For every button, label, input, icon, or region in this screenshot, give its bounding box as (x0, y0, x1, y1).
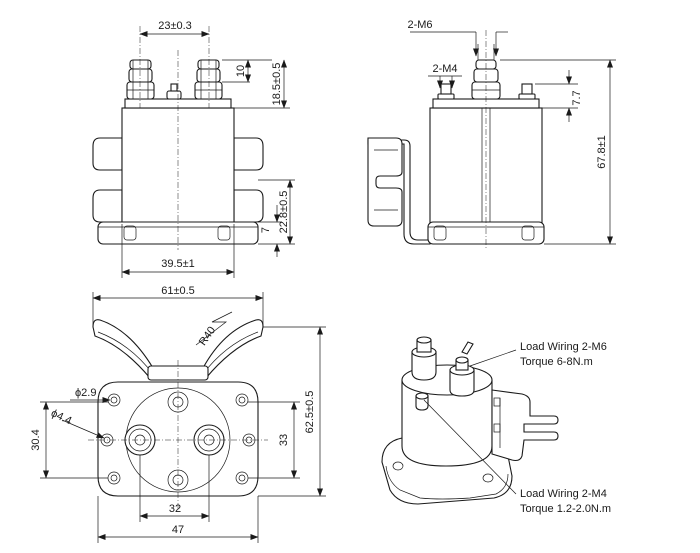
dim-stud-height: 18.5±0.5 (271, 63, 283, 106)
dim-bracket-radius: R40 (197, 325, 218, 348)
dim-body-width: 39.5±1 (161, 258, 195, 270)
dim-aux-height: 7.7 (571, 90, 583, 105)
dim-right-hole-span: 33 (278, 434, 290, 446)
front-view: 23±0.3 10 18.5±0.5 22.8±0.5 7 39.5±1 (92, 20, 295, 278)
dim-overall-length: 62.5±0.5 (304, 391, 316, 434)
note-load-aux-torque: Torque 1.2-2.0N.m (520, 503, 611, 515)
dim-bracket-height: 22.8±0.5 (278, 191, 290, 234)
note-load-aux-title: Load Wiring 2-M4 (520, 488, 607, 500)
side-view: 2-M6 2-M4 7.7 67.8±1 (367, 19, 616, 250)
note-load-main-title: Load Wiring 2-M6 (520, 341, 607, 353)
dim-bracket-width: 61±0.5 (161, 285, 195, 297)
dim-mount-hole: ϕ4.4 (49, 407, 74, 427)
dim-base-width: 47 (172, 524, 184, 536)
dim-bracket-thickness: 7 (260, 227, 272, 233)
dim-main-thread: 2-M6 (407, 19, 432, 31)
isometric-view: Load Wiring 2-M6 Torque 6-8N.m Load Wiri… (381, 336, 611, 515)
dim-left-hole-span: 30.4 (30, 429, 42, 450)
dim-terminal-spacing: 23±0.3 (158, 20, 192, 32)
dim-small-hole: ϕ2.9 (75, 387, 96, 399)
dim-hole-pitch: 32 (169, 503, 181, 515)
note-load-main-torque: Torque 6-8N.m (520, 356, 593, 368)
dim-total-height: 67.8±1 (596, 135, 608, 169)
dim-nut-height: 10 (235, 65, 247, 77)
plan-view: 61±0.5 R40 ϕ2.9 ϕ4.4 30.4 33 62.5±0.5 32… (30, 285, 326, 543)
dim-aux-thread: 2-M4 (432, 63, 457, 75)
